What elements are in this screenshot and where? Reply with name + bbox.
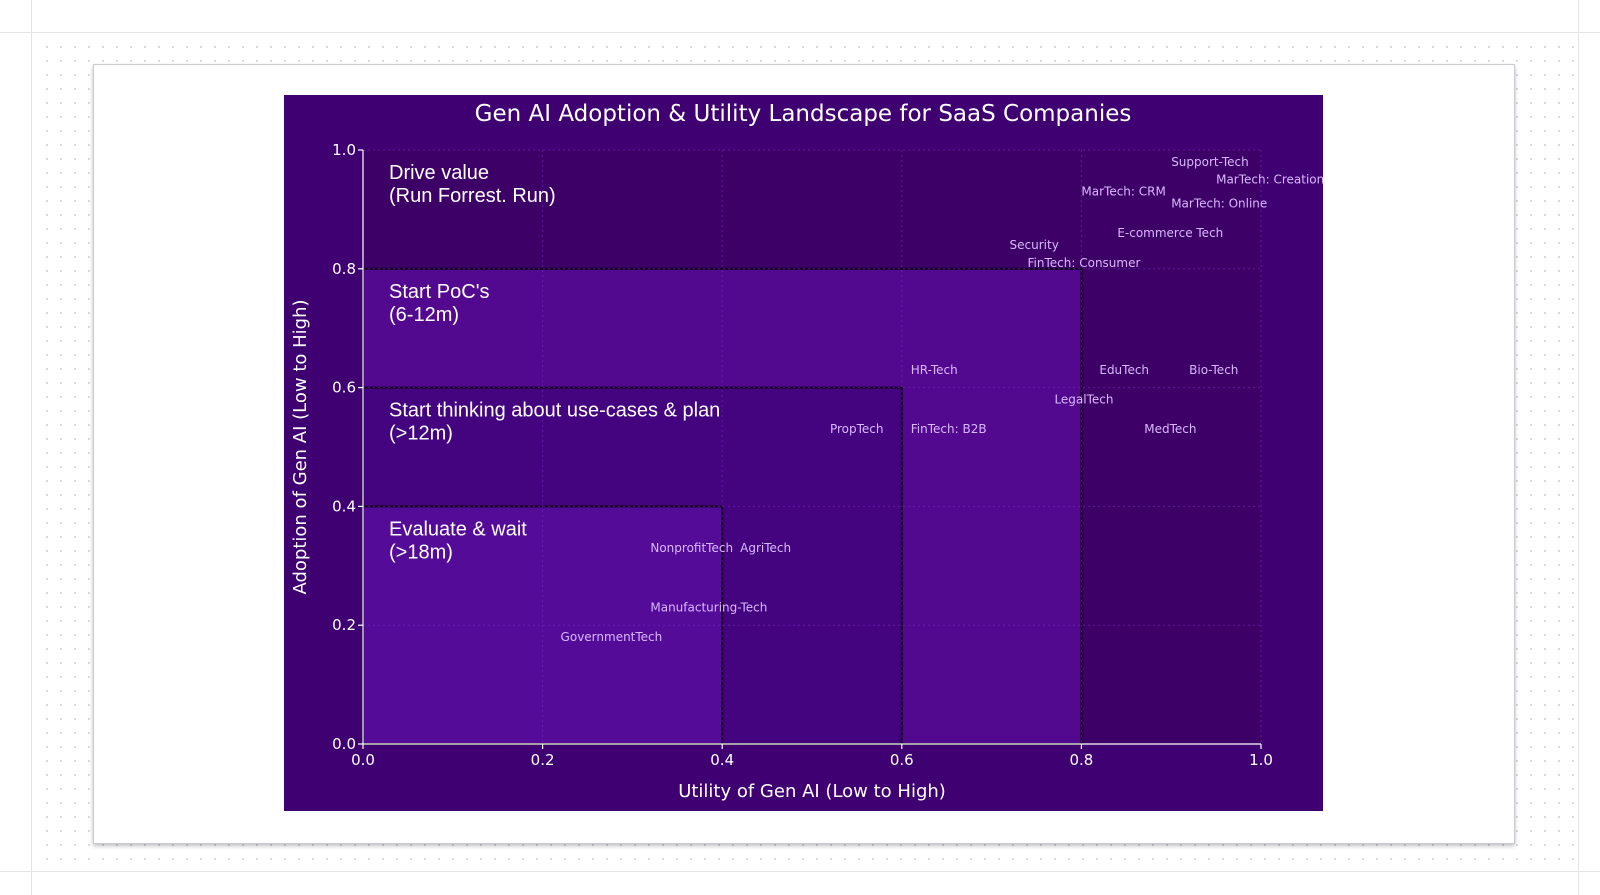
zone-label-4-line2: (Run Forrest. Run) xyxy=(389,185,556,207)
zone-label-1-line1: Evaluate & wait xyxy=(389,518,527,540)
zone-label-3-line1: Start PoC's xyxy=(389,281,490,303)
x-axis-label: Utility of Gen AI (Low to High) xyxy=(678,781,946,802)
point-label-15: AgriTech xyxy=(740,541,791,555)
point-label-7: HR-Tech xyxy=(911,363,958,377)
zone-label-2-line2: (>12m) xyxy=(389,423,453,445)
x-tick-label-5: 1.0 xyxy=(1249,751,1273,769)
y-tick-label-0: 0.0 xyxy=(332,735,356,753)
point-label-10: LegalTech xyxy=(1054,392,1113,406)
frame-line-top xyxy=(0,32,1600,33)
x-tick-label-2: 0.4 xyxy=(710,751,734,769)
x-tick-label-1: 0.2 xyxy=(531,751,555,769)
point-label-9: Bio-Tech xyxy=(1189,363,1238,377)
point-label-3: MarTech: Online xyxy=(1171,196,1267,210)
y-axis-label: Adoption of Gen AI (Low to High) xyxy=(290,299,311,594)
y-tick-label-3: 0.6 xyxy=(332,379,356,397)
point-label-14: NonprofitTech xyxy=(650,541,733,555)
point-label-13: MedTech xyxy=(1144,422,1196,436)
point-label-8: EduTech xyxy=(1099,363,1149,377)
y-tick-label-4: 0.8 xyxy=(332,260,356,278)
y-tick-label-5: 1.0 xyxy=(332,141,356,159)
x-tick-label-4: 0.8 xyxy=(1069,751,1093,769)
point-label-6: FinTech: Consumer xyxy=(1028,256,1141,270)
zone-label-3-line2: (6-12m) xyxy=(389,304,459,326)
point-label-5: Security xyxy=(1010,238,1059,252)
point-label-16: Manufacturing-Tech xyxy=(650,600,767,614)
y-tick-label-1: 0.2 xyxy=(332,616,356,634)
point-label-0: Support-Tech xyxy=(1171,155,1249,169)
point-label-1: MarTech: Creation xyxy=(1216,173,1323,187)
zone-label-2-line1: Start thinking about use-cases & plan xyxy=(389,400,720,422)
point-label-17: GovernmentTech xyxy=(561,630,663,644)
frame-line-left xyxy=(31,0,32,895)
y-tick-label-2: 0.4 xyxy=(332,497,356,515)
chart-image: 0.0 0.2 0.4 0.6 0.8 1.0 0.0 0.2 0.4 0.6 0.8 1.0 Gen … xyxy=(284,95,1323,811)
x-tick-label-0: 0.0 xyxy=(351,751,375,769)
point-label-11: PropTech xyxy=(830,422,884,436)
zone-label-1-line2: (>18m) xyxy=(389,541,453,563)
frame-line-bottom xyxy=(0,871,1600,872)
point-label-4: E-commerce Tech xyxy=(1117,226,1223,240)
x-tick-label-3: 0.6 xyxy=(890,751,914,769)
chart-svg: 0.0 0.2 0.4 0.6 0.8 1.0 0.0 0.2 0.4 0.6 0.8 1.0 Gen … xyxy=(290,101,1323,802)
point-label-2: MarTech: CRM xyxy=(1081,185,1165,199)
chart-title: Gen AI Adoption & Utility Landscape for … xyxy=(475,101,1132,127)
frame-line-right xyxy=(1578,0,1579,895)
zone-label-4-line1: Drive value xyxy=(389,162,489,184)
point-label-12: FinTech: B2B xyxy=(911,422,987,436)
